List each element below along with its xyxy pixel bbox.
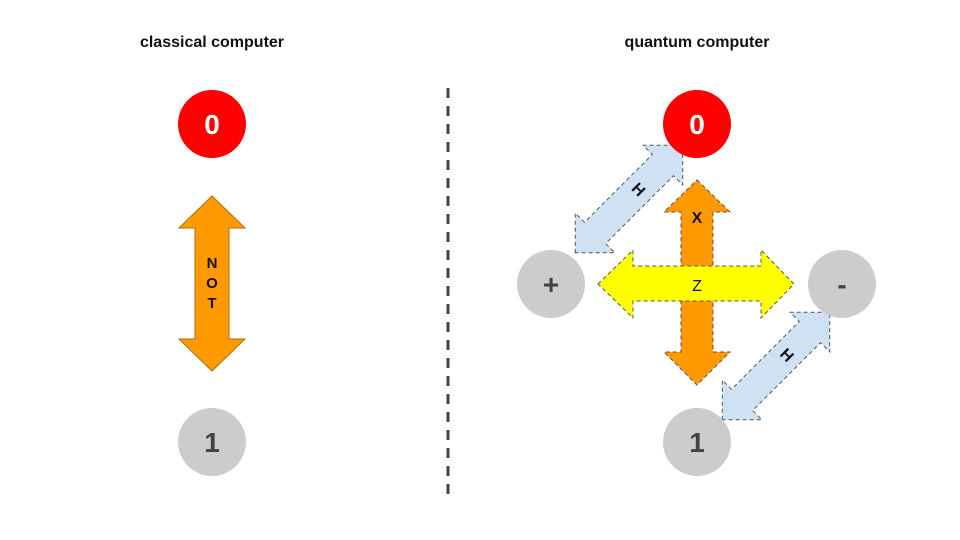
- state-label: 0: [689, 109, 705, 140]
- state-circle: [178, 90, 246, 158]
- state-label: +: [543, 269, 559, 300]
- state-circle: [517, 250, 585, 318]
- state-label: 1: [204, 427, 220, 458]
- state-circle: [178, 408, 246, 476]
- classical-state-0: 0: [178, 90, 246, 158]
- not-gate-arrow: N O T: [177, 195, 247, 372]
- state-label: -: [837, 269, 846, 300]
- not-letter-o: O: [206, 275, 218, 292]
- state-label: 0: [204, 109, 220, 140]
- state-circle: [663, 408, 731, 476]
- not-letter-t: T: [207, 295, 216, 312]
- state-label: 1: [689, 427, 705, 458]
- not-letter-n: N: [207, 255, 218, 272]
- quantum-state-plus: +: [517, 250, 585, 318]
- classical-computer-title: classical computer: [139, 34, 285, 51]
- classical-state-1: 1: [178, 408, 246, 476]
- state-circle: [663, 90, 731, 158]
- x-label: X: [692, 210, 703, 227]
- h-gate-arrow-lower: H: [721, 311, 831, 421]
- quantum-state-0: 0: [663, 90, 731, 158]
- state-circle: [808, 250, 876, 318]
- quantum-computer-title: quantum computer: [624, 34, 770, 51]
- h-gate-arrow-upper: H: [574, 144, 684, 254]
- z-label: Z: [692, 278, 702, 295]
- quantum-state-1: 1: [663, 408, 731, 476]
- z-gate-arrow: Z: [597, 248, 795, 320]
- quantum-state-minus: -: [808, 250, 876, 318]
